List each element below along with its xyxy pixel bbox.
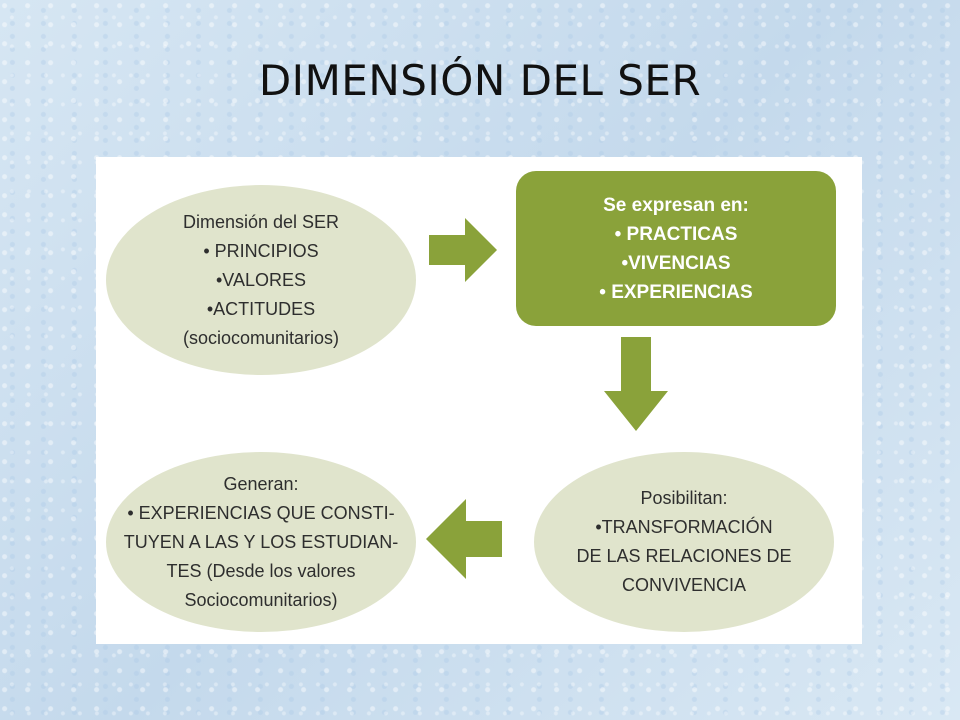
node-ser-line-4: •ACTITUDES [206,298,316,319]
arrow-right-icon [429,218,497,282]
node-generan-line-5: Sociocomunitarios) [184,589,338,610]
node-posibilitan-line-1: Posibilitan: [640,488,728,508]
node-ser-line-1: Dimensión del SER [182,211,340,232]
slide-title: DIMENSIÓN DEL SER [258,56,702,105]
arrow-down-icon [604,337,668,431]
node-generan-line-1: Generan: [223,473,299,494]
node-posibilitan-line-2: •TRANSFORMACIÓN [595,517,773,537]
node-generan-line-4: TES (Desde los valores [166,560,356,581]
node-posibilitan: Posibilitan: •TRANSFORMACIÓN DE LAS RELA… [534,452,834,632]
arrow-left-icon [426,499,502,579]
diagram-panel: Dimensión del SER • PRINCIPIOS •VALORES … [96,157,862,644]
node-generan: Generan: • EXPERIENCIAS QUE CONSTI- TUYE… [106,452,416,632]
node-expresan-line-2: • PRACTICAS [614,223,738,245]
node-expresan-line-1: Se expresan en: [603,194,749,216]
node-expresan-line-4: • EXPERIENCIAS [599,281,753,303]
node-posibilitan-line-3: DE LAS RELACIONES DE [576,546,792,566]
node-dimension-ser: Dimensión del SER • PRINCIPIOS •VALORES … [106,185,416,375]
node-ser-line-2: • PRINCIPIOS [203,240,319,261]
node-generan-line-2: • EXPERIENCIAS QUE CONSTI- [127,502,395,523]
node-ser-line-5: (sociocomunitarios) [182,327,340,348]
node-ser-line-3: •VALORES [216,269,306,290]
node-posibilitan-line-4: CONVIVENCIA [621,575,747,595]
node-expresan-line-3: •VIVENCIAS [621,252,731,274]
node-generan-line-3: TUYEN A LAS Y LOS ESTUDIAN- [123,531,399,552]
node-se-expresan: Se expresan en: • PRACTICAS •VIVENCIAS •… [516,171,836,326]
